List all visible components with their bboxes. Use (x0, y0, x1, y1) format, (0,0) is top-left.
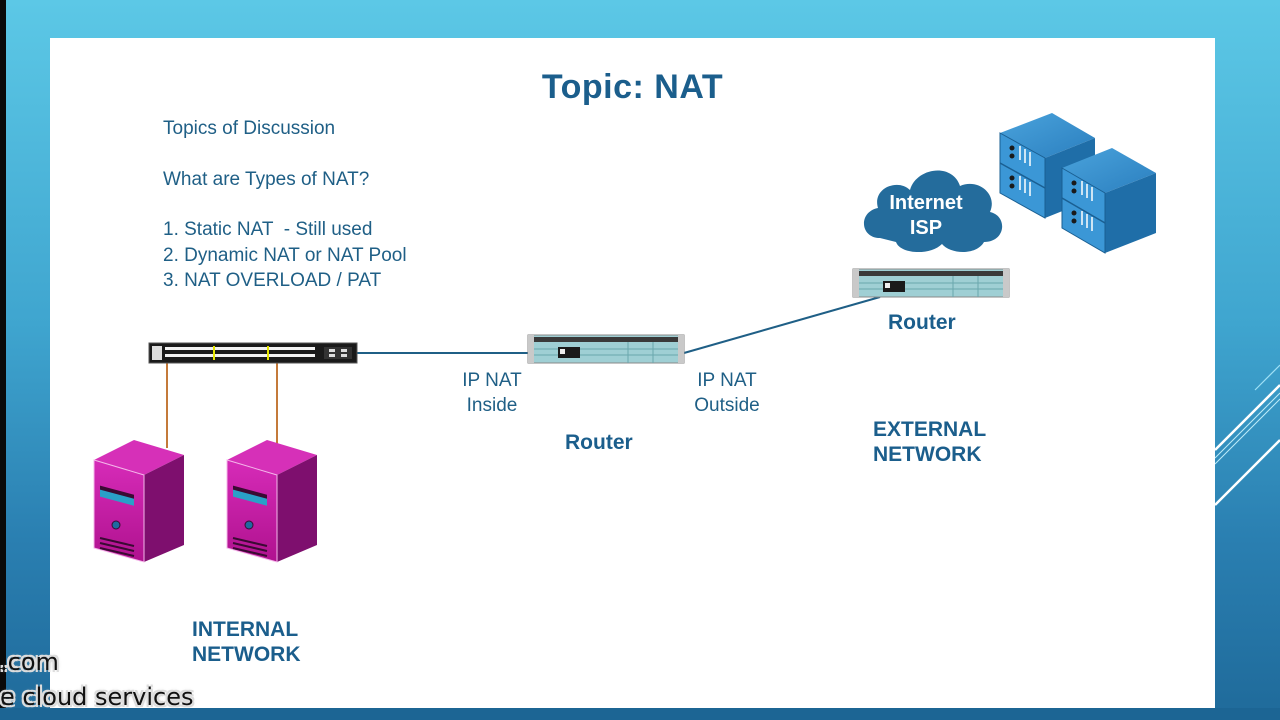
cloud-icon: Internet ISP (863, 170, 1003, 253)
router-icon (527, 334, 685, 364)
topic-item: 3. NAT OVERLOAD / PAT (163, 270, 382, 291)
server-rack-icon (999, 113, 1156, 254)
isp-router-label: Router (888, 311, 956, 334)
external-network-label: EXTERNAL NETWORK (873, 417, 986, 467)
router-icon (852, 268, 1010, 298)
network-diagram: Internet ISP (93, 113, 1156, 563)
inside-label-line1: IP NAT (462, 370, 522, 391)
internal-network-label: INTERNAL NETWORK (192, 617, 301, 667)
topics-question: What are Types of NAT? (163, 168, 370, 190)
ip-nat-outside-label: IP NAT Outside (677, 368, 777, 418)
topic-item: 1. Static NAT - Still used (163, 219, 373, 240)
cloud-label-line1: Internet (889, 192, 963, 214)
internal-label-line1: INTERNAL (192, 618, 299, 641)
internal-label-line2: NETWORK (192, 643, 301, 666)
bottom-band (0, 708, 1280, 720)
topic-item: 2. Dynamic NAT or NAT Pool (163, 244, 407, 266)
caption-line-1: .com (0, 648, 59, 676)
link-router-to-isp-router (683, 296, 881, 354)
slide-canvas: Topic: NAT Topics of Discussion What are… (50, 38, 1215, 708)
left-edge-strip (0, 0, 6, 720)
topics-heading: Topics of Discussion (163, 118, 336, 139)
decorative-stripes (1215, 364, 1280, 506)
external-label-line2: NETWORK (873, 443, 982, 466)
inside-label-line2: Inside (466, 395, 518, 416)
slide-title: Topic: NAT (541, 68, 724, 106)
network-switch-icon (148, 342, 358, 364)
caption-line-2: e cloud services (0, 683, 194, 711)
desktop-pc-icon (226, 440, 317, 563)
external-label-line1: EXTERNAL (873, 418, 987, 441)
ip-nat-inside-label: IP NAT Inside (442, 368, 542, 418)
desktop-pc-icon (93, 440, 184, 563)
cloud-label-line2: ISP (910, 217, 942, 239)
outside-label-line2: Outside (694, 395, 760, 416)
topics-list: Topics of Discussion What are Types of N… (163, 116, 407, 294)
center-router-label: Router (565, 431, 633, 454)
outside-label-line1: IP NAT (697, 370, 757, 391)
